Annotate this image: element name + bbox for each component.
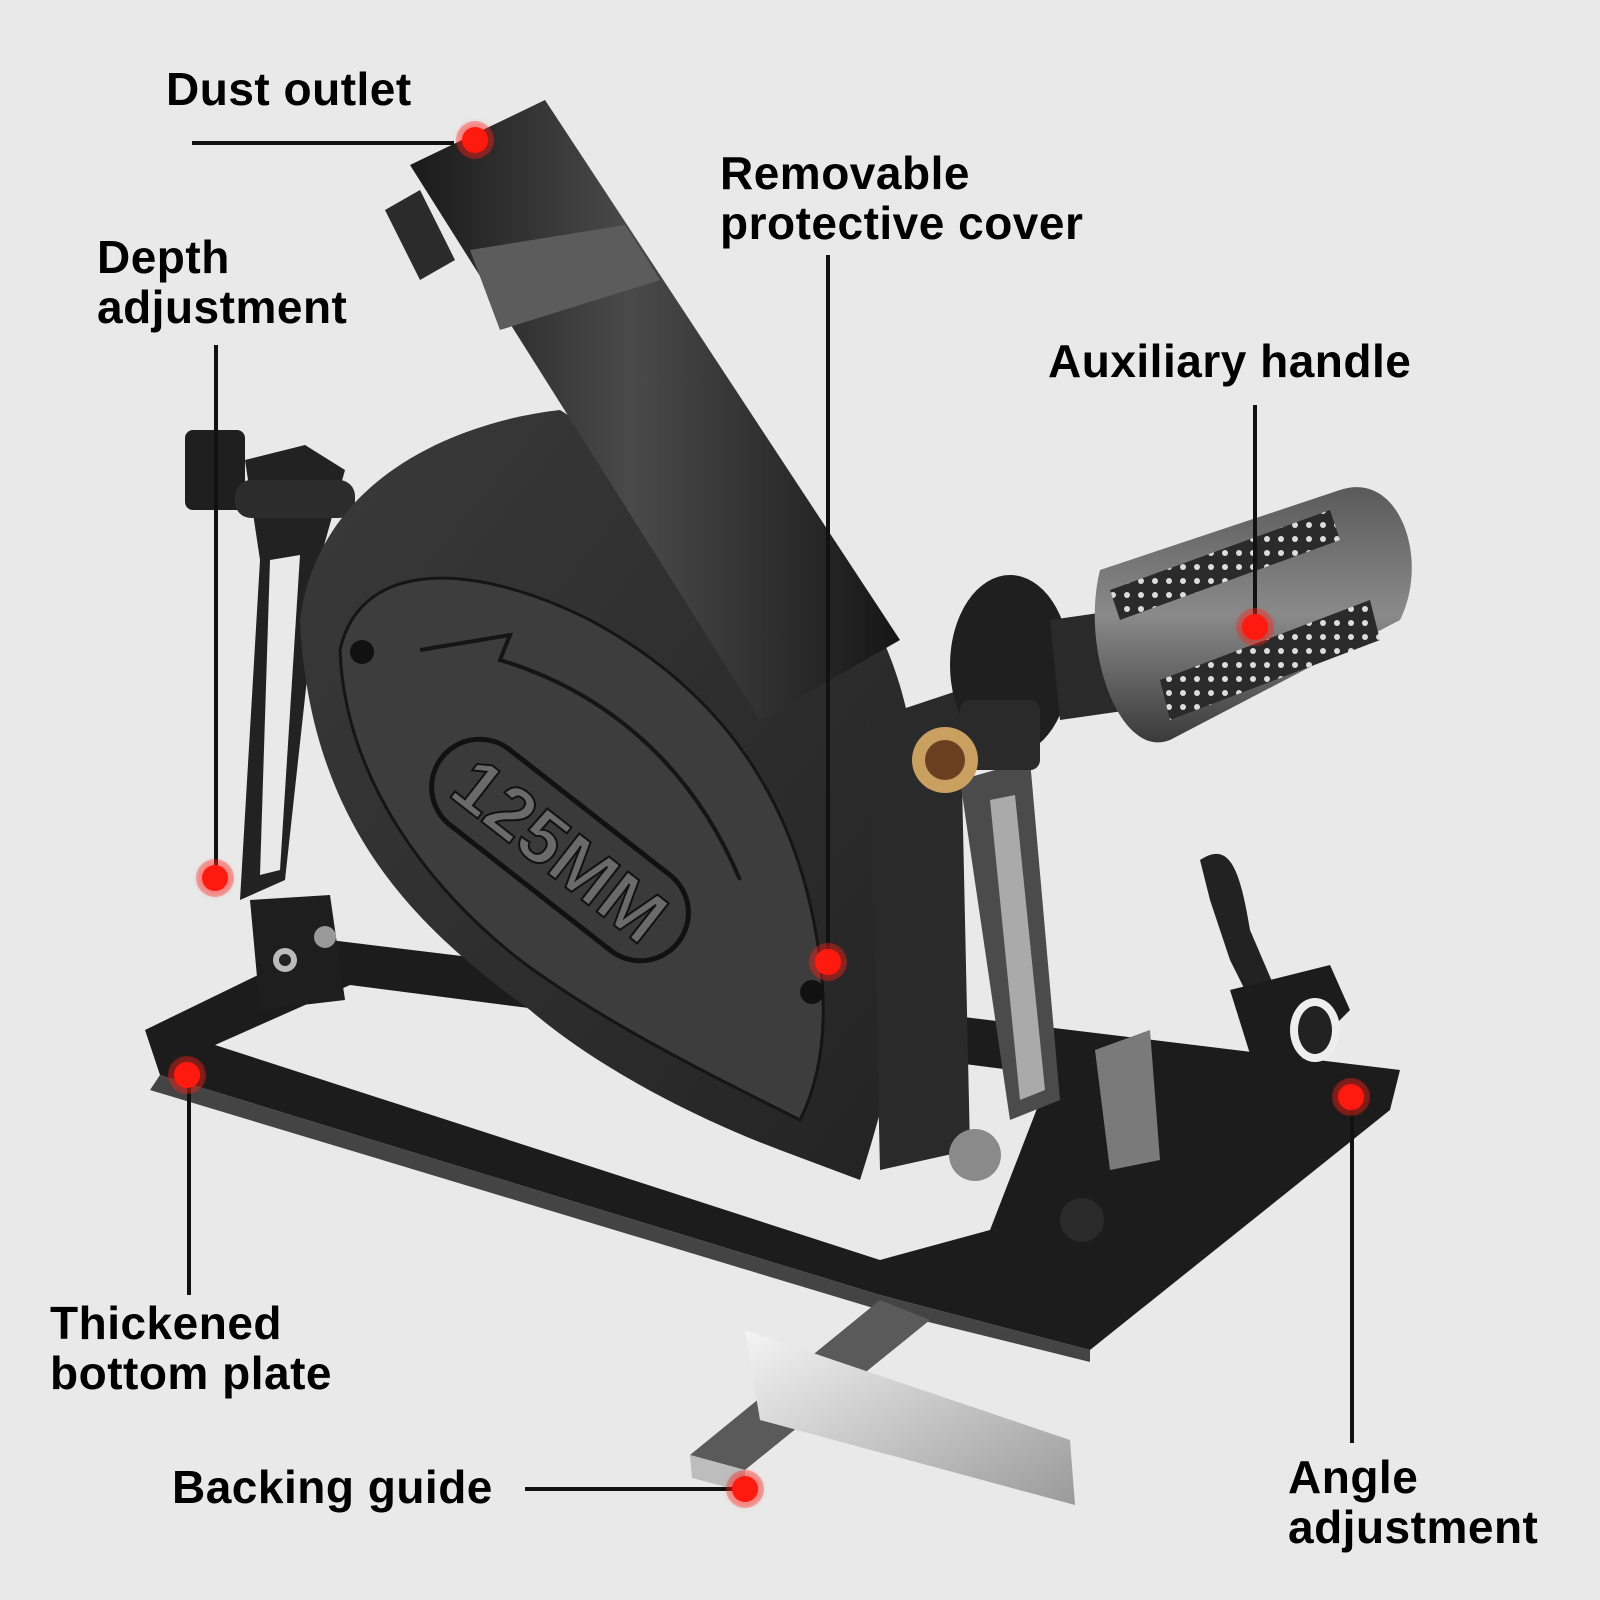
depth-arm-shape: [185, 430, 355, 1010]
leader-angle-adjustment: [1350, 1110, 1354, 1443]
marker-dot-angle-adjustment: [1338, 1084, 1364, 1110]
angle-knob-shape: [1095, 853, 1350, 1170]
label-backing-guide: Backing guide: [172, 1461, 493, 1513]
marker-dot-auxiliary-handle: [1242, 614, 1268, 640]
marker-dot-thickened-bottom-plate: [174, 1062, 200, 1088]
label-angle-adjustment: Angle adjustment: [1288, 1451, 1539, 1553]
marker-dot-dust-outlet: [462, 127, 488, 153]
backing-guide-shape: [690, 1300, 1075, 1505]
marker-dot-backing-guide: [732, 1476, 758, 1502]
leader-thickened-bottom-plate: [187, 1085, 191, 1295]
leader-backing-guide: [525, 1487, 733, 1491]
leader-dust-outlet: [192, 141, 454, 145]
leader-depth-adjustment: [214, 345, 218, 867]
column-shape: [870, 690, 1104, 1242]
leader-removable-protective-cover: [826, 255, 830, 950]
label-thickened-bottom-plate: Thickened bottom plate: [50, 1297, 332, 1399]
auxiliary-handle-shape: [912, 487, 1412, 793]
label-auxiliary-handle: Auxiliary handle: [1048, 335, 1412, 387]
label-dust-outlet: Dust outlet: [166, 63, 412, 115]
label-depth-adjustment: Depth adjustment: [97, 231, 348, 333]
leader-auxiliary-handle: [1253, 405, 1257, 615]
dust-tube-shape: [385, 100, 900, 720]
marker-dot-depth-adjustment: [202, 865, 228, 891]
marker-dot-removable-protective-cover: [815, 949, 841, 975]
label-removable-protective-cover: Removable protective cover: [720, 147, 1084, 249]
